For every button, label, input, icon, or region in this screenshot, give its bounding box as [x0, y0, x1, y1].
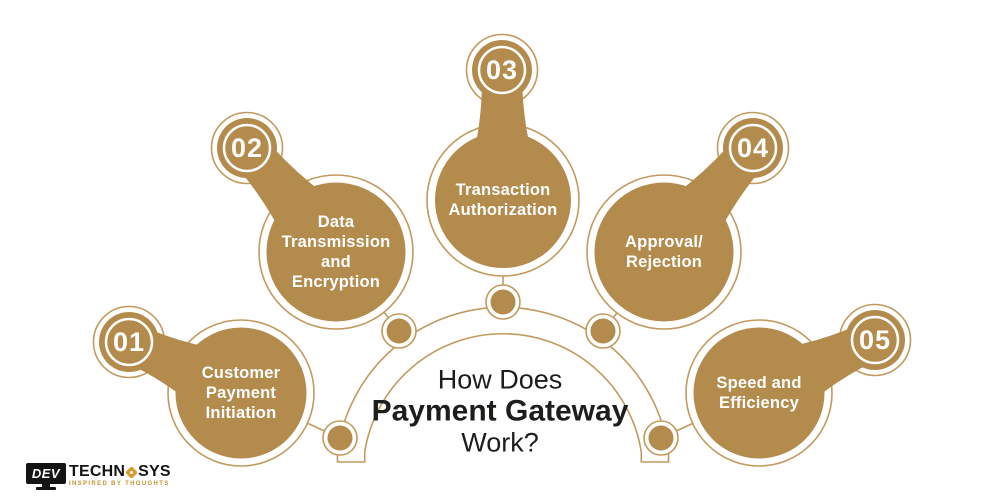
- logo-dev-text: DEV: [26, 463, 66, 484]
- step-number-2: 02: [230, 132, 264, 163]
- page-title: How Does Payment Gateway Work?: [330, 365, 670, 458]
- logo-brand-part1: TECHN: [69, 463, 126, 480]
- step-circle-1: [175, 327, 307, 459]
- badge-circle-5: [845, 310, 905, 370]
- title-line-2: Payment Gateway: [371, 394, 629, 428]
- step-label-4: Approval/ Rejection: [625, 233, 703, 271]
- monitor-icon: DEV: [26, 463, 66, 490]
- gear-icon: [125, 465, 138, 479]
- step-label-2: Data Transmission and Encryption: [281, 213, 391, 291]
- logo: DEV TECHN SYS INSPIRED BY THOUGHTS: [26, 463, 171, 490]
- step-circle-4: [594, 182, 734, 322]
- step-number-4: 04: [736, 132, 770, 163]
- step-number-5: 05: [858, 324, 892, 355]
- monitor-stand-base: [36, 487, 56, 490]
- title-line-1: How Does: [437, 364, 563, 395]
- logo-brand-part2: SYS: [138, 463, 171, 480]
- connector-dot-1: [327, 425, 353, 451]
- badge-circle-2: [217, 118, 277, 178]
- step-circle-5: [693, 327, 825, 459]
- step-label-5: Speed and Efficiency: [716, 374, 802, 412]
- badge-inner-ring-5: [850, 315, 900, 365]
- title-line-3: Work?: [461, 427, 539, 458]
- badge-circle-1: [99, 312, 159, 372]
- logo-wordmark: TECHN SYS: [69, 463, 171, 480]
- step-circle-3: [435, 132, 571, 268]
- step-number-3: 03: [485, 54, 519, 85]
- step-label-3: Transaction Authorization: [448, 181, 558, 219]
- step-circle-2: [266, 182, 406, 322]
- badge-inner-ring-2: [222, 123, 272, 173]
- connector-dot-4: [590, 318, 616, 344]
- step-number-1: 01: [112, 326, 146, 357]
- badge-circle-3: [472, 40, 532, 100]
- arc-band: [336, 306, 670, 463]
- monitor-stand-neck: [42, 484, 50, 487]
- connector-dot-5: [648, 425, 674, 451]
- logo-tagline: INSPIRED BY THOUGHTS: [69, 481, 170, 487]
- badge-inner-ring-4: [728, 123, 778, 173]
- connector-dot-3: [490, 289, 516, 315]
- badge-circle-4: [723, 118, 783, 178]
- badge-inner-ring-3: [477, 45, 527, 95]
- logo-text-block: TECHN SYS INSPIRED BY THOUGHTS: [69, 463, 171, 488]
- step-label-1: Customer Payment Initiation: [201, 364, 281, 422]
- connector-dot-2: [386, 318, 412, 344]
- badge-inner-ring-1: [104, 317, 154, 367]
